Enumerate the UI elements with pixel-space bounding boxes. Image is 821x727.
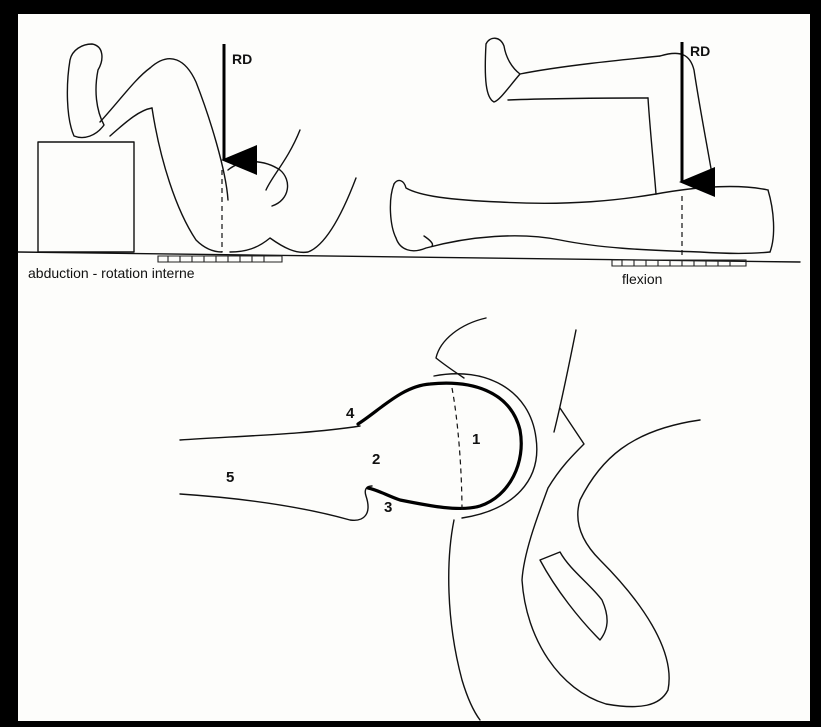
pelvis-lower-left: [449, 520, 480, 720]
left-foot: [67, 44, 104, 138]
rd-label-left: RD: [232, 51, 252, 67]
left-thigh-lower: [152, 108, 222, 252]
left-thigh-upper: [150, 59, 228, 200]
right-body-top: [656, 187, 768, 194]
caption-flexion: flexion: [622, 271, 662, 287]
femoral-head-outline: [358, 383, 521, 508]
figure-hip-joint: [180, 318, 700, 720]
femur-shaft-top: [180, 426, 360, 440]
cushion-left: [158, 256, 282, 262]
label-1: 1: [472, 431, 480, 448]
left-lower-leg: [100, 68, 152, 136]
right-thigh-front: [660, 53, 714, 186]
label-5: 5: [226, 469, 234, 486]
left-other-thigh: [266, 130, 300, 190]
head-neck-junction-dashed: [452, 388, 462, 512]
right-raised-lower-leg: [508, 56, 660, 100]
femur-shaft-bottom: [180, 486, 372, 520]
pelvis-upper-left: [436, 318, 486, 378]
obturator-foramen: [540, 552, 607, 640]
right-ankle-detail: [424, 236, 433, 246]
label-4: 4: [346, 405, 355, 422]
left-hip-contour: [230, 178, 356, 252]
label-3: 3: [384, 499, 392, 516]
right-body-end: [768, 190, 774, 252]
support-box: [38, 142, 134, 252]
rd-label-right: RD: [690, 43, 710, 59]
right-extended-leg-top: [394, 181, 656, 204]
right-raised-foot: [485, 38, 520, 102]
caption-abduction: abduction - rotation interne: [28, 265, 195, 281]
label-2: 2: [372, 451, 380, 468]
figure-flexion: [390, 38, 773, 266]
pelvis-body: [522, 408, 700, 707]
right-extended-leg-bottom: [390, 184, 770, 254]
right-thigh-back: [648, 98, 656, 194]
